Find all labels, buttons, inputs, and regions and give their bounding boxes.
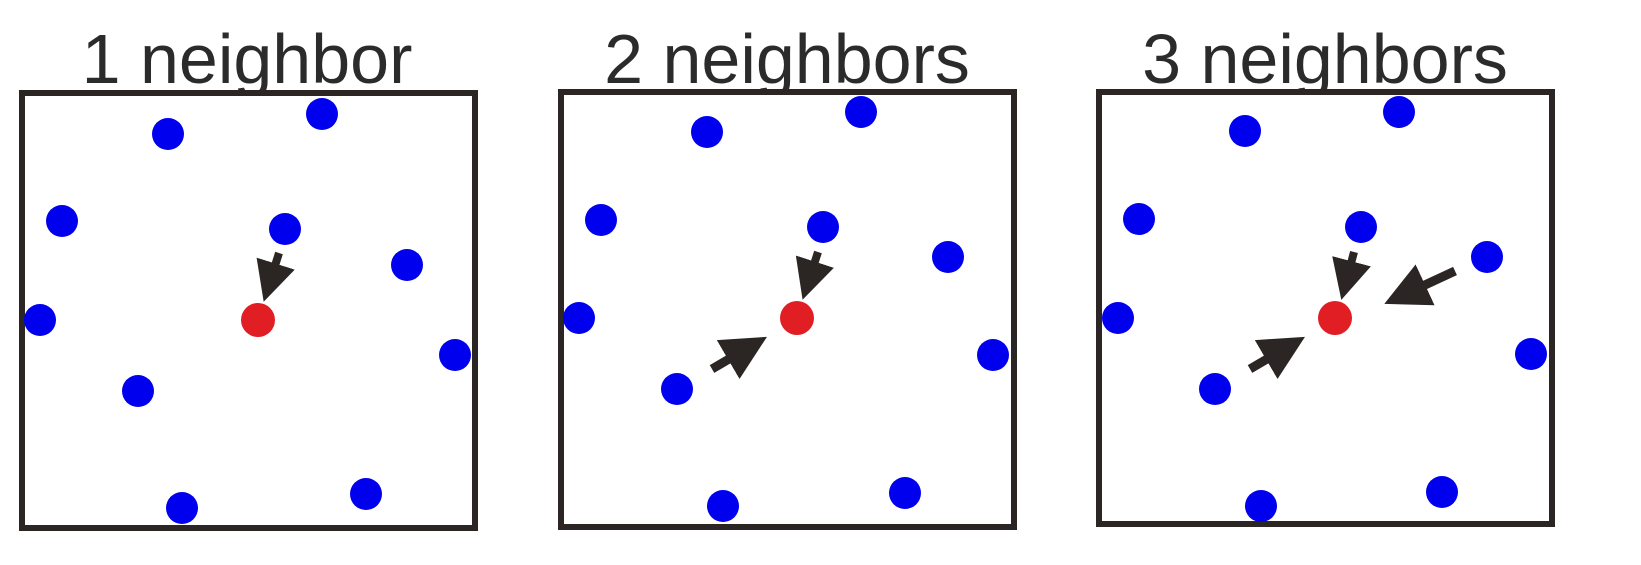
panel-title: 2 neighbors xyxy=(604,20,970,98)
neighbor-point xyxy=(152,118,184,150)
neighbor-point xyxy=(1345,211,1377,243)
neighbor-point xyxy=(707,490,739,522)
attraction-arrow xyxy=(709,336,767,379)
neighbor-point xyxy=(585,204,617,236)
neighbor-point xyxy=(932,241,964,273)
attraction-arrow xyxy=(1332,250,1371,300)
neighbor-point xyxy=(563,302,595,334)
neighbor-points xyxy=(563,96,1009,522)
neighbor-point xyxy=(691,116,723,148)
neighbor-point xyxy=(1199,373,1231,405)
attraction-arrow xyxy=(256,251,295,302)
neighbor-point xyxy=(46,205,78,237)
attraction-arrow xyxy=(795,250,834,300)
neighbor-point xyxy=(661,373,693,405)
attraction-arrow xyxy=(1384,264,1457,306)
neighbor-point xyxy=(391,249,423,281)
neighbor-point xyxy=(977,339,1009,371)
neighbor-point xyxy=(1229,115,1261,147)
panel-1: 1 neighbor xyxy=(19,20,478,531)
neighbor-point xyxy=(1426,476,1458,508)
neighbor-point xyxy=(1123,203,1155,235)
neighbor-point xyxy=(1471,241,1503,273)
neighbor-point xyxy=(24,304,56,336)
panel-title: 3 neighbors xyxy=(1142,20,1508,98)
neighbor-point xyxy=(269,213,301,245)
neighbor-point xyxy=(1102,302,1134,334)
neighbor-point xyxy=(306,98,338,130)
neighbor-point xyxy=(439,339,471,371)
attraction-arrow xyxy=(1247,336,1305,379)
neighbor-point xyxy=(350,478,382,510)
focal-point xyxy=(1318,301,1352,335)
neighbor-points xyxy=(1102,96,1547,522)
neighbor-point xyxy=(122,375,154,407)
neighbor-point xyxy=(889,477,921,509)
neighbor-point xyxy=(1515,338,1547,370)
neighbor-point xyxy=(1245,490,1277,522)
panel-3: 3 neighbors xyxy=(1096,20,1555,527)
neighbor-point xyxy=(845,96,877,128)
panel-2: 2 neighbors xyxy=(558,20,1017,530)
neighbor-point xyxy=(1383,96,1415,128)
neighbor-points xyxy=(24,98,471,524)
neighbor-point xyxy=(807,211,839,243)
neighbor-point xyxy=(166,492,198,524)
focal-point xyxy=(780,301,814,335)
focal-point xyxy=(241,303,275,337)
panel-title: 1 neighbor xyxy=(82,20,413,98)
